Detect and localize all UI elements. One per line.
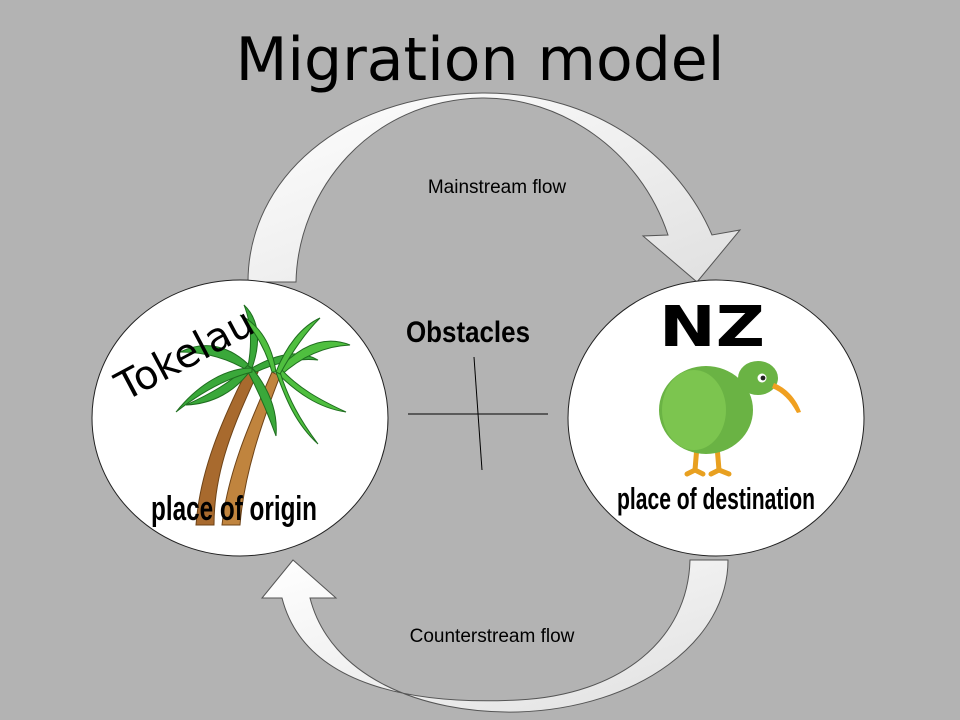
obstacle-line-vertical bbox=[473, 356, 483, 471]
kiwi-bird-icon bbox=[659, 361, 801, 477]
origin-node: Tokelau place of origin bbox=[91, 279, 389, 557]
destination-node: NZ place of destination bbox=[567, 279, 865, 557]
destination-name: NZ bbox=[659, 295, 765, 360]
counterstream-flow-arrow bbox=[260, 559, 729, 713]
obstacles: Obstacles bbox=[406, 316, 548, 471]
mainstream-flow-label: Mainstream flow bbox=[428, 177, 567, 198]
counterstream-flow-label: Counterstream flow bbox=[410, 626, 575, 647]
destination-caption: place of destination bbox=[617, 481, 815, 516]
page-title: Migration model bbox=[236, 25, 725, 95]
mainstream-flow-arrow bbox=[247, 92, 742, 283]
obstacles-label: Obstacles bbox=[406, 316, 530, 349]
origin-caption: place of origin bbox=[151, 490, 317, 528]
palm-tree-icon bbox=[175, 304, 351, 526]
